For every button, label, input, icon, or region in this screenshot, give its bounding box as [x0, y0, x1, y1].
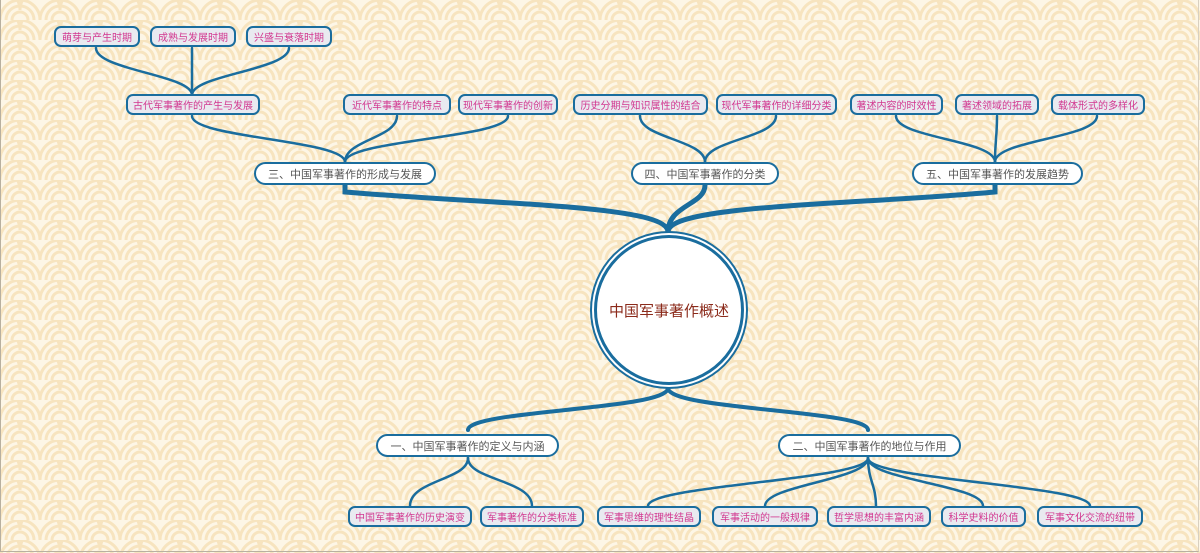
leaf-label: 近代军事著作的特点 [352, 101, 442, 112]
leaf-label: 成熟与发展时期 [158, 33, 228, 44]
branch-label: 一、中国军事著作的定义与内涵 [390, 439, 545, 453]
leaf-node-classification-standard[interactable]: 军事著作的分类标准 [480, 506, 584, 527]
branch-node-status-role[interactable]: 二、中国军事著作的地位与作用 [778, 434, 961, 457]
leaf-label: 军事文化交流的纽带 [1045, 513, 1135, 524]
leaf-label: 著述内容的时效性 [856, 101, 937, 112]
branch-node-formation[interactable]: 三、中国军事著作的形成与发展 [254, 162, 436, 185]
leaf-node-detailed-classification[interactable]: 现代军事著作的详细分类 [716, 94, 837, 115]
root-node[interactable]: 中国军事著作概述 [594, 235, 744, 385]
leaf-node-historical-evolution[interactable]: 中国军事著作的历史演变 [348, 506, 472, 527]
leaf-node-contemporary-innovation[interactable]: 现代军事著作的创新 [458, 94, 558, 115]
leaf-node-philosophical-content[interactable]: 哲学思想的丰富内涵 [827, 506, 931, 527]
leaf-node-rational-crystallization[interactable]: 军事思维的理性结晶 [597, 506, 701, 527]
branch-node-trends[interactable]: 五、中国军事著作的发展趋势 [912, 162, 1083, 185]
leaf-label: 现代军事著作的详细分类 [721, 101, 832, 112]
leaf-label: 现代军事著作的创新 [463, 101, 553, 112]
leaf-node-sprouting-period[interactable]: 萌芽与产生时期 [54, 26, 140, 47]
leaf-label: 科学史料的价值 [948, 513, 1019, 524]
leaf-label: 历史分期与知识属性的结合 [580, 101, 701, 112]
branch-label: 五、中国军事著作的发展趋势 [926, 167, 1069, 181]
leaf-label: 哲学思想的丰富内涵 [834, 513, 924, 524]
leaf-node-ancient[interactable]: 古代军事著作的产生与发展 [126, 94, 260, 115]
branch-node-definition[interactable]: 一、中国军事著作的定义与内涵 [376, 434, 559, 457]
leaf-label: 著述领域的拓展 [962, 101, 1032, 112]
leaf-node-maturity-period[interactable]: 成熟与发展时期 [150, 26, 236, 47]
leaf-label: 军事思维的理性结晶 [604, 513, 694, 524]
leaf-label: 载体形式的多样化 [1058, 101, 1138, 112]
root-label: 中国军事著作概述 [608, 301, 729, 320]
leaf-label: 古代军事著作的产生与发展 [133, 101, 253, 112]
leaf-label: 萌芽与产生时期 [62, 33, 132, 44]
branch-label: 四、中国军事著作的分类 [644, 167, 766, 181]
branch-node-classification[interactable]: 四、中国军事著作的分类 [631, 162, 779, 185]
leaf-node-general-laws[interactable]: 军事活动的一般规律 [712, 506, 818, 527]
leaf-label: 军事著作的分类标准 [487, 513, 577, 524]
branch-label: 三、中国军事著作的形成与发展 [268, 167, 422, 181]
leaf-label: 中国军事著作的历史演变 [355, 513, 465, 524]
leaf-node-historical-value[interactable]: 科学史料的价值 [941, 506, 1026, 527]
leaf-label: 军事活动的一般规律 [720, 513, 810, 524]
leaf-node-historical-knowledge[interactable]: 历史分期与知识属性的结合 [573, 94, 708, 115]
leaf-node-timeliness[interactable]: 著述内容的时效性 [850, 94, 943, 115]
leaf-node-cultural-exchange[interactable]: 军事文化交流的纽带 [1037, 506, 1143, 527]
leaf-node-prosperity-decline-period[interactable]: 兴盛与衰落时期 [246, 26, 332, 47]
leaf-node-field-expansion[interactable]: 著述领域的拓展 [955, 94, 1039, 115]
leaf-label: 兴盛与衰落时期 [254, 33, 324, 44]
branch-label: 二、中国军事著作的地位与作用 [792, 439, 947, 453]
leaf-node-modern-features[interactable]: 近代军事著作的特点 [343, 94, 451, 115]
leaf-node-carrier-diversity[interactable]: 载体形式的多样化 [1051, 94, 1145, 115]
